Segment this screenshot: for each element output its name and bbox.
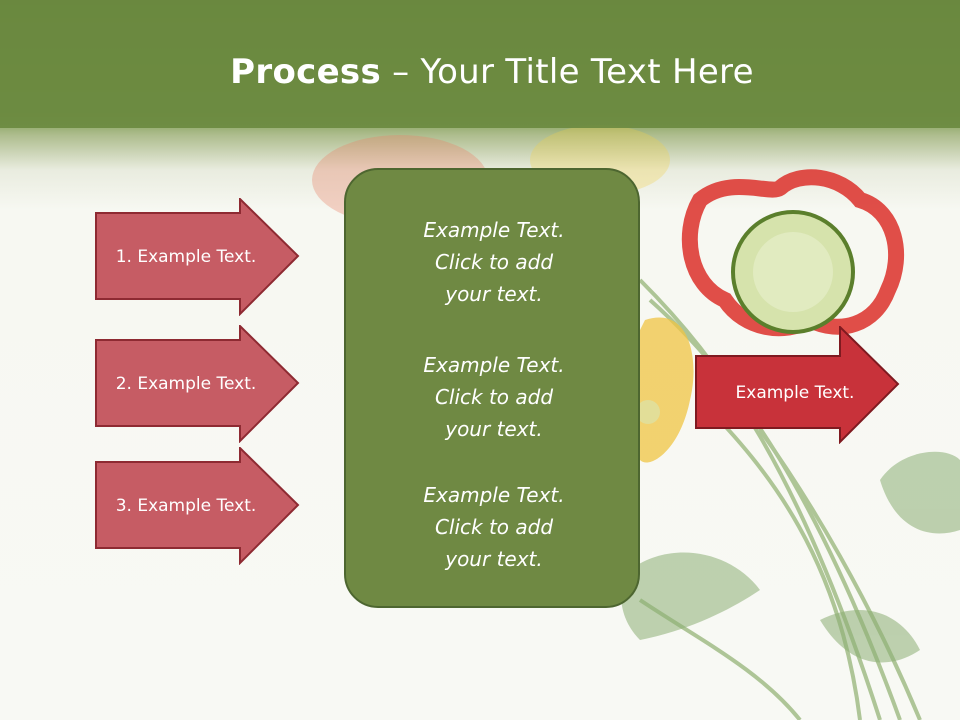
center-paragraph-3: Example Text. Click to add your text.	[423, 483, 565, 571]
arrow-shape-icon	[695, 326, 900, 444]
title-rest: – Your Title Text Here	[381, 52, 754, 92]
arrow-shape-icon	[95, 325, 300, 443]
slide-title[interactable]: Process – Your Title Text Here	[0, 52, 960, 92]
arrow-shape-icon	[95, 198, 300, 316]
yellow-pepper-slice	[640, 317, 694, 463]
left-arrow-label: 2. Example Text.	[115, 374, 257, 394]
right-arrow[interactable]: Example Text.	[695, 326, 900, 444]
left-arrow-1[interactable]: 1. Example Text.	[95, 198, 300, 316]
center-paragraph-2: Example Text. Click to add your text.	[423, 353, 565, 441]
right-arrow-label: Example Text.	[735, 383, 855, 403]
left-arrow-3[interactable]: 3. Example Text.	[95, 447, 300, 565]
left-arrow-label: 1. Example Text.	[115, 247, 257, 267]
center-text-box[interactable]: Example Text. Click to add your text. Ex…	[344, 168, 640, 608]
left-arrow-label: 3. Example Text.	[115, 496, 257, 516]
left-arrow-2[interactable]: 2. Example Text.	[95, 325, 300, 443]
center-paragraph-1: Example Text. Click to add your text.	[423, 218, 565, 306]
red-pepper-ring	[681, 169, 905, 337]
cucumber-small	[636, 400, 660, 424]
header-band	[0, 0, 960, 128]
title-bold-part: Process	[230, 52, 382, 92]
parsley-leaves	[621, 451, 960, 663]
arrow-shape-icon	[95, 447, 300, 565]
